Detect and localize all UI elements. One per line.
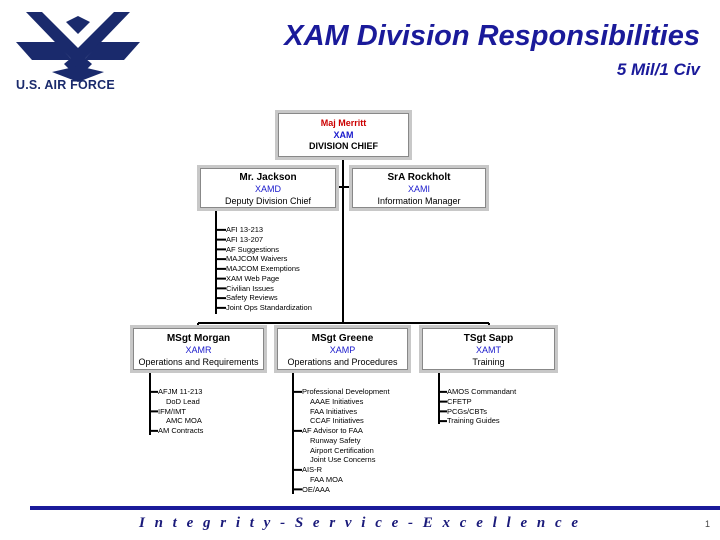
responsibility-item: AM Contracts xyxy=(158,426,204,435)
responsibility-item: Professional Development xyxy=(302,387,390,396)
responsibility-item: Safety Reviews xyxy=(226,293,278,303)
branch-role: Operations and Requirements xyxy=(138,356,259,367)
deputy-role: Deputy Division Chief xyxy=(224,195,312,206)
chief-code: XAM xyxy=(333,129,354,140)
chief-name: Maj Merritt xyxy=(320,118,367,128)
deputy-role: Information Manager xyxy=(377,195,461,206)
branch-responsibilities-sapp: AMOS Commandant CFETP PCGs/CBTs Training… xyxy=(447,387,516,426)
motto: I n t e g r i t y - S e r v i c e - E x … xyxy=(138,515,582,531)
branch-responsibilities-greene: Professional Development AAAE Initiative… xyxy=(302,387,390,494)
branch-code: XAMT xyxy=(475,345,501,355)
air-force-logo-icon xyxy=(16,12,140,82)
footer-rule xyxy=(30,506,720,510)
responsibility-item: Training Guides xyxy=(447,416,500,426)
branch-role: Training xyxy=(472,356,505,367)
branch-code: XAMR xyxy=(185,345,212,355)
responsibility-item: OE/AAA xyxy=(302,484,330,494)
responsibility-item: MAJCOM Exemptions xyxy=(226,264,300,273)
page-subtitle: 5 Mil/1 Civ xyxy=(616,60,700,79)
responsibility-subitem: CCAF Initiatives xyxy=(310,416,364,426)
responsibility-item: AIS-R xyxy=(302,465,323,474)
branch-responsibilities-morgan: AFJM 11-213 DoD Lead IFM/IMT AMC MOA AM … xyxy=(158,387,203,436)
deputy-box-rockholt: SrA Rockholt XAMI Information Manager xyxy=(352,168,486,208)
responsibility-item: AFI 13-213 xyxy=(226,225,264,234)
responsibility-subitem: AMC MOA xyxy=(166,416,202,426)
chief-role: DIVISION CHIEF xyxy=(308,141,378,151)
deputy-box-jackson: Mr. Jackson XAMD Deputy Division Chief xyxy=(200,168,336,208)
responsibility-item: IFM/IMT xyxy=(158,406,186,416)
responsibility-subitem: AAAE Initiatives xyxy=(310,396,364,406)
responsibility-item: AMOS Commandant xyxy=(447,387,517,396)
responsibility-item: AF Advisor to FAA xyxy=(302,426,363,435)
responsibility-subitem: DoD Lead xyxy=(166,396,200,406)
responsibility-item: CFETP xyxy=(447,396,472,406)
deputy-code: XAMI xyxy=(407,184,430,194)
branch-box-greene: MSgt Greene XAMP Operations and Procedur… xyxy=(277,328,408,370)
branch-name: MSgt Greene xyxy=(311,333,374,344)
page-number: 1 xyxy=(704,519,710,529)
branch-name: TSgt Sapp xyxy=(463,333,514,344)
branch-box-sapp: TSgt Sapp XAMT Training xyxy=(422,328,555,370)
branch-name: MSgt Morgan xyxy=(166,333,231,344)
deputy-name: SrA Rockholt xyxy=(387,172,451,183)
branch-role: Operations and Procedures xyxy=(287,356,398,367)
deputy-code: XAMD xyxy=(254,184,281,194)
responsibility-item: AF Suggestions xyxy=(226,244,279,254)
page-title: XAM Division Responsibilities xyxy=(284,20,700,52)
responsibility-subitem: FAA Initiatives xyxy=(310,406,358,416)
division-chief-box: Maj Merritt XAM DIVISION CHIEF xyxy=(278,113,409,157)
responsibility-item: Joint Ops Standardization xyxy=(226,303,312,312)
responsibility-item: XAM Web Page xyxy=(226,273,280,283)
deputy-name: Mr. Jackson xyxy=(239,172,297,183)
responsibility-subitem: Joint Use Concerns xyxy=(310,455,376,465)
responsibility-item: MAJCOM Waivers xyxy=(226,254,288,264)
responsibility-item: PCGs/CBTs xyxy=(447,406,488,416)
responsibility-subitem: Runway Safety xyxy=(310,435,361,445)
responsibility-item: AFJM 11-213 xyxy=(158,387,203,396)
responsibility-item: Civilian Issues xyxy=(226,283,274,293)
deputy-responsibilities: AFI 13-213 AFI 13-207 AF Suggestions MAJ… xyxy=(226,225,312,313)
branch-box-morgan: MSgt Morgan XAMR Operations and Requirem… xyxy=(133,328,264,370)
branch-code: XAMP xyxy=(329,345,356,355)
responsibility-subitem: Airport Certification xyxy=(310,445,374,455)
responsibility-item: AFI 13-207 xyxy=(226,234,264,244)
logo-text: U.S. AIR FORCE xyxy=(16,78,115,92)
responsibility-subitem: FAA MOA xyxy=(310,474,343,484)
